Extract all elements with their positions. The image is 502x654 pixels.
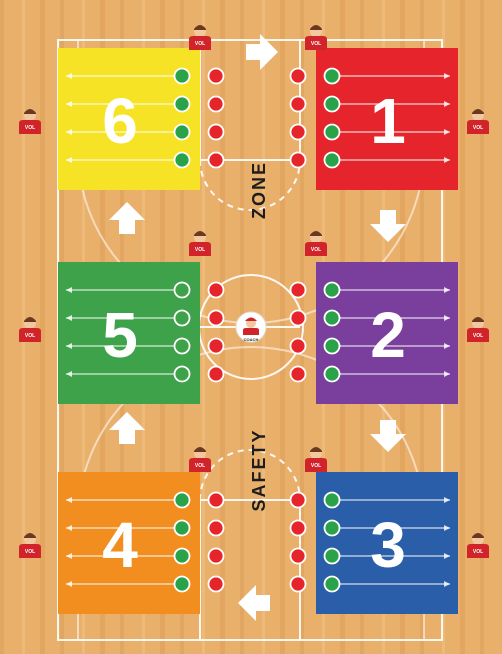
player-red [291, 577, 306, 592]
player-red [291, 549, 306, 564]
volunteer-label: VOL [195, 463, 205, 469]
volunteer-label: VOL [311, 463, 321, 469]
zone-2-number: 2 [370, 299, 406, 371]
zone-3-number: 3 [370, 509, 406, 581]
player-red [209, 549, 224, 564]
zone-3: 3 [316, 472, 458, 614]
player-green [175, 367, 190, 382]
volunteer-label: VOL [311, 41, 321, 47]
player-green [325, 339, 340, 354]
player-green [325, 97, 340, 112]
player-green [325, 549, 340, 564]
player-red [209, 367, 224, 382]
player-red [209, 493, 224, 508]
zone-word: ZONE [249, 161, 269, 219]
volunteer-label: VOL [473, 333, 483, 339]
volunteer-label: VOL [25, 549, 35, 555]
player-green [325, 69, 340, 84]
player-green [325, 125, 340, 140]
player-green [175, 97, 190, 112]
player-green [325, 283, 340, 298]
player-green [325, 367, 340, 382]
volunteer-label: VOL [195, 247, 205, 253]
player-red [209, 153, 224, 168]
player-green [325, 153, 340, 168]
player-red [209, 311, 224, 326]
player-red [291, 125, 306, 140]
player-green [175, 577, 190, 592]
volunteer-label: VOL [473, 125, 483, 131]
volunteer-label: VOL [25, 125, 35, 131]
coach-icon: COACH [236, 312, 266, 342]
player-green [175, 153, 190, 168]
coach-label: COACH [244, 337, 259, 342]
player-red [209, 69, 224, 84]
safety-word: SAFETY [249, 428, 269, 511]
player-red [291, 283, 306, 298]
zone-2: 2 [316, 262, 458, 404]
player-red [291, 311, 306, 326]
player-red [291, 339, 306, 354]
player-red [209, 521, 224, 536]
player-green [175, 69, 190, 84]
volunteer-label: VOL [195, 41, 205, 47]
player-red [209, 125, 224, 140]
zone-1: 1 [316, 48, 458, 190]
player-green [325, 577, 340, 592]
player-green [175, 521, 190, 536]
player-green [325, 493, 340, 508]
player-green [325, 521, 340, 536]
volunteer-label: VOL [473, 549, 483, 555]
player-red [209, 97, 224, 112]
player-red [291, 493, 306, 508]
player-red [291, 153, 306, 168]
player-green [175, 339, 190, 354]
zone-5-number: 5 [102, 299, 138, 371]
volunteer-label: VOL [311, 247, 321, 253]
player-red [291, 69, 306, 84]
player-green [175, 493, 190, 508]
player-green [175, 283, 190, 298]
zone-4-number: 4 [102, 509, 138, 581]
player-green [175, 311, 190, 326]
player-red [291, 367, 306, 382]
player-red [291, 97, 306, 112]
volunteer-label: VOL [25, 333, 35, 339]
player-red [291, 521, 306, 536]
player-red [209, 577, 224, 592]
player-red [209, 283, 224, 298]
player-green [175, 125, 190, 140]
player-red [209, 339, 224, 354]
player-green [325, 311, 340, 326]
zone-6-number: 6 [102, 85, 138, 157]
zone-1-number: 1 [370, 85, 406, 157]
player-green [175, 549, 190, 564]
